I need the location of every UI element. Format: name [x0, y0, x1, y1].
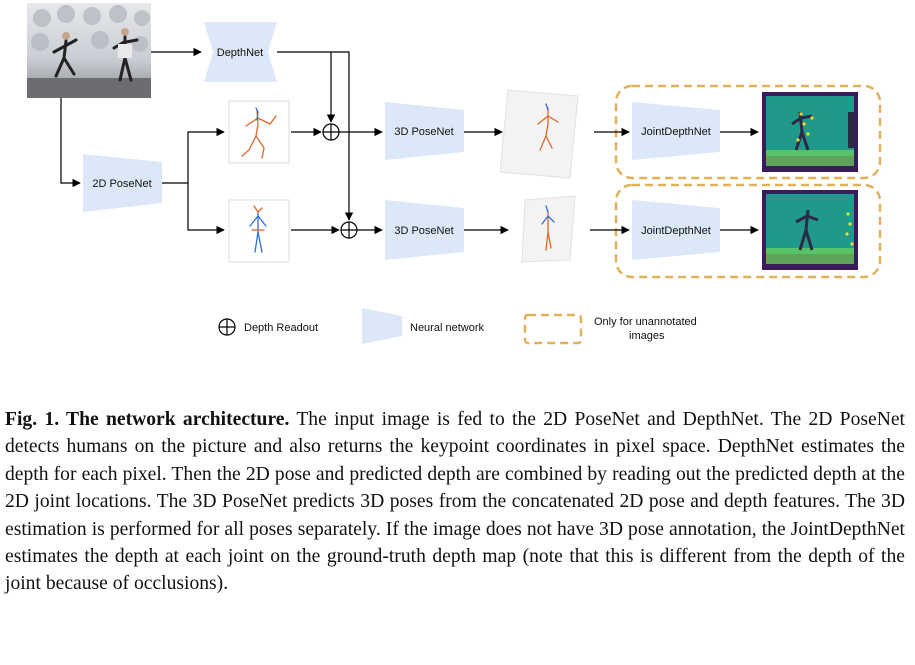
skeleton-2d-icon: [228, 199, 290, 263]
jointdepth-top-block: JointDepthNet: [632, 102, 720, 160]
posenet3d-bottom-label: 3D PoseNet: [394, 225, 453, 237]
skeleton-2d-icon: [228, 100, 290, 164]
legend-depth-readout: Depth Readout: [244, 322, 318, 334]
circle-plus-icon: [340, 221, 358, 239]
architecture-diagram: DepthNet 2D PoseNet 3D PoseNet 3D PoseNe…: [27, 3, 882, 345]
posenet2d-block: 2D PoseNet: [83, 154, 162, 212]
depth-map-icon: [762, 190, 858, 270]
input-photo-icon: [27, 3, 151, 98]
caption-label: Fig. 1. The network architecture.: [5, 409, 290, 430]
connectors: [60, 47, 759, 235]
posenet3d-top-label: 3D PoseNet: [394, 126, 453, 138]
legend-neural-network: Neural network: [410, 322, 484, 334]
legend-unannotated-line2: images: [629, 330, 665, 342]
jointdepth-bottom-label: JointDepthNet: [641, 225, 711, 237]
depth-map-icon: [762, 92, 858, 172]
legend-network-swatch: [362, 308, 402, 344]
depthnet-label: DepthNet: [217, 47, 263, 59]
posenet3d-top-block: 3D PoseNet: [385, 102, 464, 160]
legend: Depth Readout Neural network Only for un…: [218, 308, 697, 345]
legend-unannotated-line1: Only for unannotated: [594, 316, 697, 328]
jointdepth-top-label: JointDepthNet: [641, 126, 711, 138]
legend-dashed-swatch: [523, 313, 583, 345]
figure-caption: Fig. 1. The network architecture. The in…: [5, 406, 905, 598]
posenet2d-label: 2D PoseNet: [92, 178, 151, 190]
unannotated-box-bottom: [614, 183, 882, 279]
circle-plus-icon: [218, 318, 236, 336]
depthnet-block: DepthNet: [204, 22, 277, 82]
posenet3d-bottom-block: 3D PoseNet: [385, 200, 464, 260]
caption-text: The input image is fed to the 2D PoseNet…: [5, 409, 905, 595]
skeleton-3d-icon: [521, 195, 576, 263]
circle-plus-icon: [322, 123, 340, 141]
jointdepth-bottom-block: JointDepthNet: [632, 200, 720, 260]
skeleton-3d-icon: [499, 89, 579, 179]
